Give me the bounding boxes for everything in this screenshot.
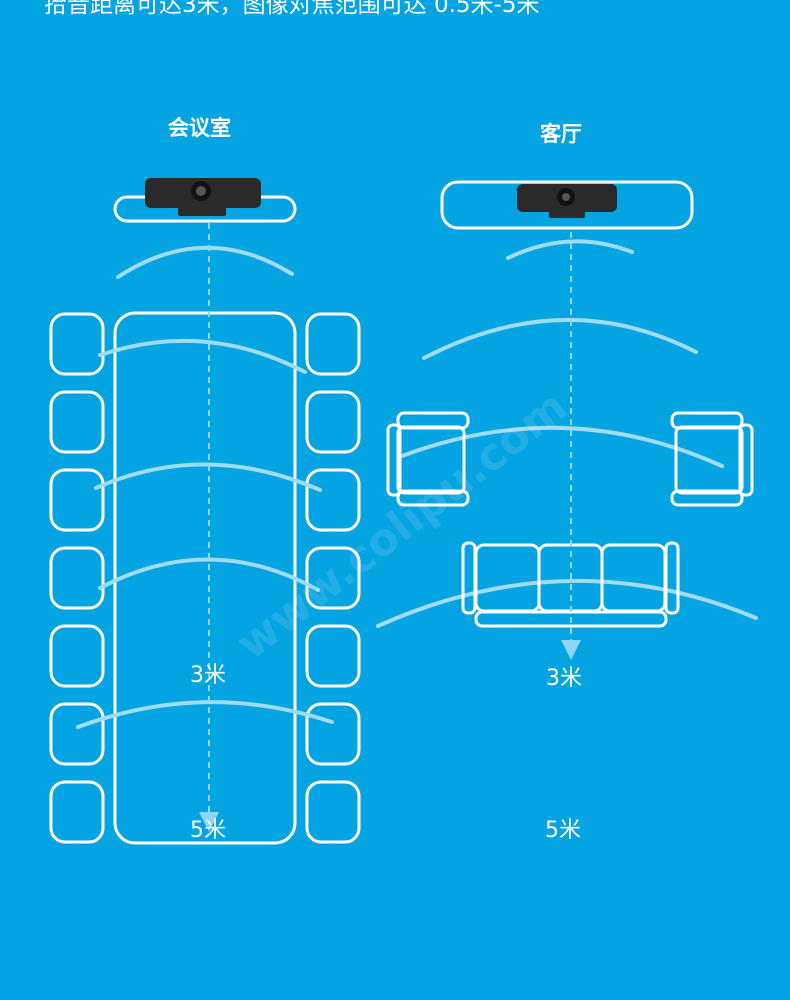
meeting-arc-5 xyxy=(76,700,334,729)
meeting-webcam-icon xyxy=(145,178,261,216)
meeting-sound-arcs xyxy=(76,245,334,729)
living-arc-3 xyxy=(400,425,724,468)
right-chairs xyxy=(305,312,361,844)
meeting-arc-1 xyxy=(116,245,294,279)
meeting-arc-3 xyxy=(94,462,322,492)
chair-left-5 xyxy=(49,624,105,688)
chair-right-4 xyxy=(305,546,361,610)
caption-text: 拾音距离可达3米，图像对焦范围可达 0.5米-5米 xyxy=(44,0,540,18)
chair-right-1 xyxy=(305,312,361,376)
chair-left-4 xyxy=(49,546,105,610)
left-chairs xyxy=(49,312,105,844)
armchair-right-icon xyxy=(670,411,754,507)
living-label-3m: 3米 xyxy=(546,666,582,691)
chair-right-6 xyxy=(305,702,361,766)
chair-right-3 xyxy=(305,468,361,532)
living-webcam-icon xyxy=(517,184,617,218)
conference-table xyxy=(113,311,297,845)
chair-left-7 xyxy=(49,780,105,844)
living-arc-4 xyxy=(376,578,758,628)
meeting-arc-4 xyxy=(98,557,320,592)
meeting-label-5m: 5米 xyxy=(190,818,226,843)
chair-right-7 xyxy=(305,780,361,844)
chair-right-2 xyxy=(305,390,361,454)
chair-left-6 xyxy=(49,702,105,766)
living-arc-1 xyxy=(506,239,634,260)
living-sound-arcs xyxy=(376,239,758,628)
living-arc-2 xyxy=(422,318,698,360)
meeting-label-3m: 3米 xyxy=(190,663,226,688)
living-label-5m: 5米 xyxy=(545,818,581,843)
living-room-title: 客厅 xyxy=(540,122,582,146)
chair-left-3 xyxy=(49,468,105,532)
chair-left-1 xyxy=(49,312,105,376)
chair-right-5 xyxy=(305,624,361,688)
meeting-arc-2 xyxy=(98,338,307,374)
living-camera-shelf xyxy=(440,180,694,230)
meeting-room-title: 会议室 xyxy=(168,116,231,140)
chair-left-2 xyxy=(49,390,105,454)
armchair-left-icon xyxy=(386,411,470,507)
